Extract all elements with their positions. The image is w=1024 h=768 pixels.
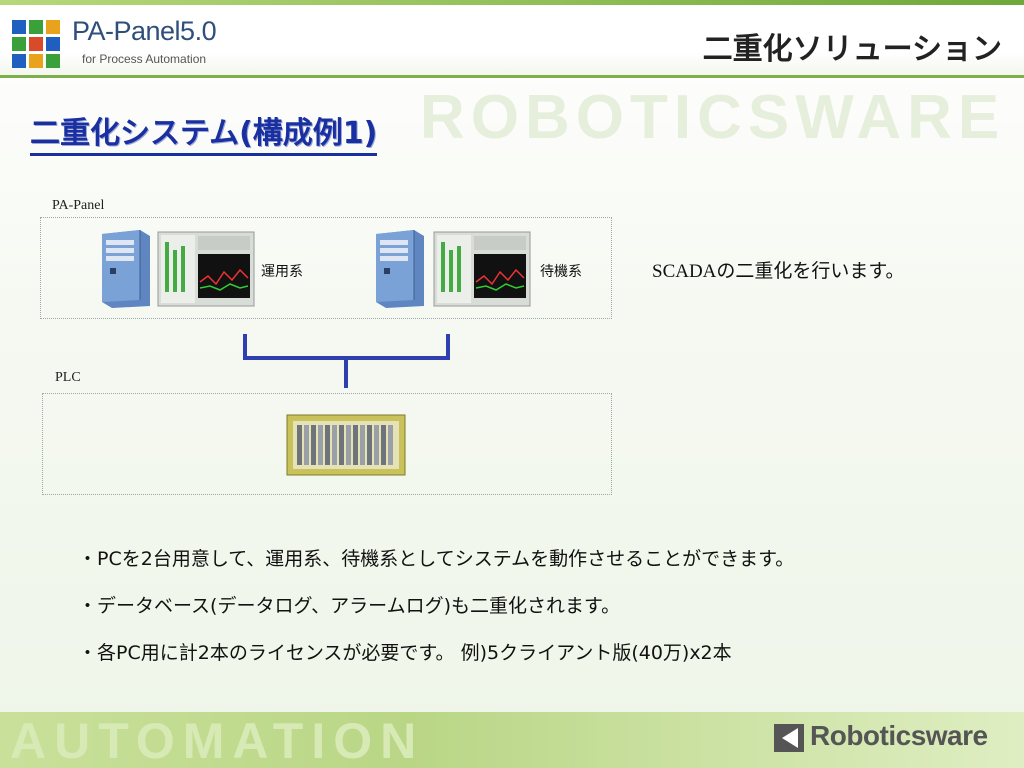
network-bus-line (243, 334, 450, 360)
plc-module-slot (297, 425, 302, 465)
standby-system-label: 待機系 (540, 264, 582, 280)
roboticsware-logo-icon (774, 724, 804, 752)
plc-module-slot (311, 425, 316, 465)
plc-module-slot (332, 425, 337, 465)
logo-tile (12, 20, 26, 34)
plc-rack-icon (286, 414, 406, 476)
background-watermark: ROBOTICSWARE (420, 83, 1006, 152)
brand-title: PA-Panel5.0 (72, 16, 217, 46)
pa-panel-logo-icon (12, 20, 64, 70)
footer-watermark: AUTOMATION (10, 713, 425, 768)
plc-module-slot (304, 425, 309, 465)
brand-subtitle: for Process Automation (82, 52, 207, 66)
plc-module-slot (339, 425, 344, 465)
primary-system-label: 運用系 (261, 264, 303, 280)
pa-panel-group-label: PA-Panel (52, 198, 105, 213)
logo-tile (46, 37, 60, 51)
plc-module-slot (318, 425, 323, 465)
slide-title: 二重化システム(構成例1) (30, 108, 378, 156)
scada-screen-icon (433, 231, 531, 307)
plc-module-slot (353, 425, 358, 465)
header-bar: PA-Panel5.0 for Process Automation 二重化ソリ… (0, 0, 1024, 78)
logo-tile (46, 54, 60, 68)
logo-tile (12, 37, 26, 51)
footer-bar: AUTOMATION (0, 712, 1024, 768)
pa-panel-group-box (40, 217, 612, 319)
plc-module-slot (325, 425, 330, 465)
company-logo: Roboticsware (774, 716, 1019, 760)
slide-title-text: 二重化システム(構成例1) (30, 116, 378, 151)
company-name: Roboticsware (810, 720, 988, 751)
server-tower-icon (102, 230, 150, 308)
plc-module-slot (367, 425, 372, 465)
plc-group-box (42, 393, 612, 495)
bullet-item: ・データベース(データログ、アラームログ)も二重化されます。 (78, 595, 621, 617)
plc-module-slot (360, 425, 365, 465)
slide-title-underline (30, 153, 378, 156)
logo-tile (46, 20, 60, 34)
bullet-item: ・各PC用に計2本のライセンスが必要です。 例)5クライアント版(40万)x2本 (78, 642, 732, 664)
scada-screen-icon (157, 231, 255, 307)
plc-module-slot (388, 425, 393, 465)
section-title: 二重化ソリューション (702, 32, 1002, 67)
logo-tile (29, 37, 43, 51)
logo-tile (29, 54, 43, 68)
logo-tile (29, 20, 43, 34)
logo-tile (12, 54, 26, 68)
plc-module-slot (381, 425, 386, 465)
bullet-item: ・PCを2台用意して、運用系、待機系としてシステムを動作させることができます。 (78, 548, 795, 570)
header-stripe (0, 0, 1024, 5)
plc-module-slot (346, 425, 351, 465)
bullet-list: ・PCを2台用意して、運用系、待機系としてシステムを動作させることができます。 … (78, 544, 794, 685)
server-tower-icon (376, 230, 424, 308)
description-text: SCADAの二重化を行います。 (652, 261, 905, 282)
plc-module-slot (374, 425, 379, 465)
plc-group-label: PLC (55, 370, 81, 385)
